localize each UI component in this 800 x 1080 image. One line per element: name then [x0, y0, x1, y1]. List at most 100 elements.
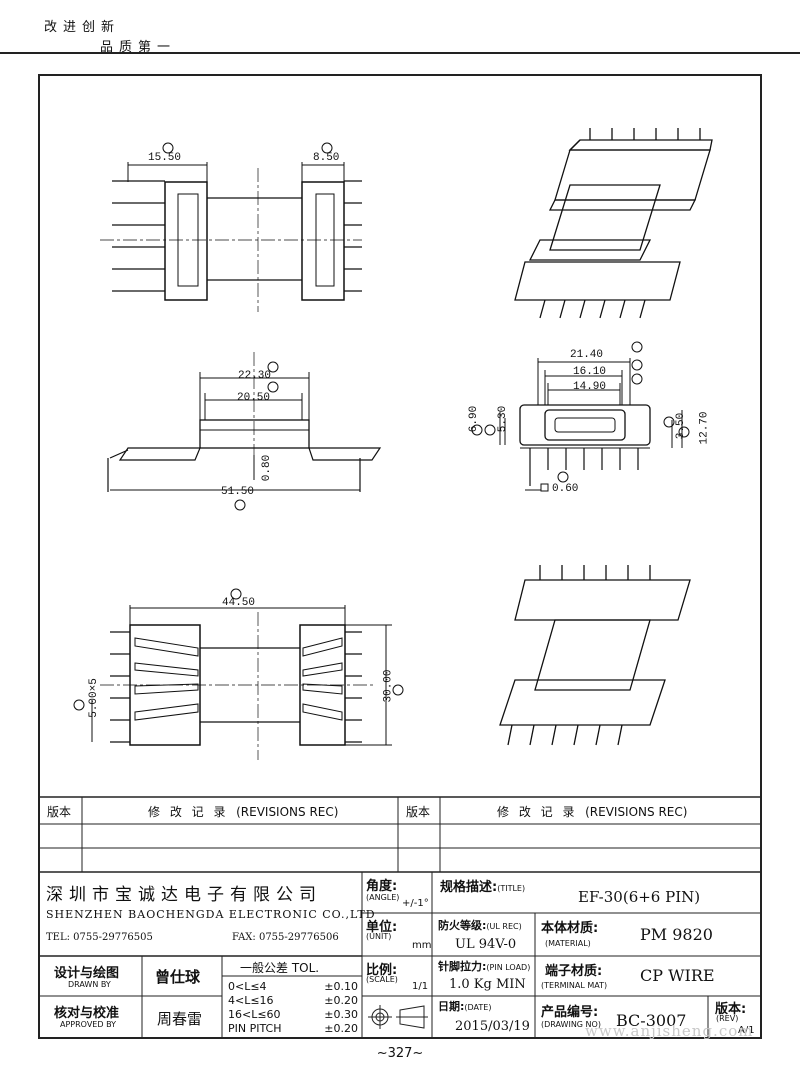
- view-side: [100, 142, 362, 312]
- view-bottom: [73, 588, 404, 760]
- view-iso-top: [514, 128, 713, 319]
- drawing-no-label-en: (DRAWING NO): [541, 1020, 601, 1029]
- terminal-label-en: (TERMINAL MAT): [541, 981, 608, 990]
- angle-label: 角度:: [366, 879, 398, 894]
- title-label-cn: 规格描述:: [440, 880, 498, 895]
- date-value: 2015/03/19: [455, 1019, 530, 1034]
- approved-by-name: 周春雷: [157, 1010, 203, 1028]
- dim-D: 20.50: [237, 392, 271, 404]
- rev-label: 版本:: [715, 1002, 747, 1017]
- pinload-label-cn: 针脚拉力:: [438, 960, 487, 973]
- company-name-cn: 深圳市宝诚达电子有限公司: [46, 885, 322, 905]
- rev-record-cn: 修 改 记 录: [148, 805, 229, 819]
- rev-col-version-left: 版本: [47, 805, 72, 819]
- dim-G: 21.40: [570, 349, 604, 361]
- tol-val: ±0.30: [324, 1008, 358, 1021]
- material-label-en: (MATERIAL): [545, 939, 591, 948]
- dim-K: 5.30: [497, 405, 510, 433]
- title-value: EF-30(6+6 PIN): [578, 888, 701, 906]
- dim-Q: 30.00: [382, 669, 395, 703]
- date-label-cn: 日期:: [438, 1000, 465, 1013]
- unit-label-en: (UNIT): [366, 932, 392, 941]
- tol-range: 4<L≤16: [228, 994, 274, 1007]
- tol-val: ±0.20: [324, 994, 358, 1007]
- ul-label-en: (UL REC): [486, 922, 522, 931]
- angle-value: +/-1°: [402, 898, 429, 909]
- tol-range: PIN PITCH: [228, 1022, 282, 1035]
- drawn-by-name: 曾仕球: [155, 968, 201, 986]
- title-label-en: (TITLE): [497, 884, 526, 893]
- slogan-line-2: 品质第一: [100, 40, 177, 55]
- rev-label-en: (REV): [716, 1014, 739, 1023]
- view-iso-bottom: [499, 565, 691, 746]
- drawing-no-label: 产品编号:: [541, 1005, 599, 1020]
- company-fax: FAX: 0755-29776506: [232, 932, 339, 943]
- view-end: [471, 341, 690, 492]
- view-front: [107, 352, 382, 511]
- tolerance-row: PIN PITCH ±0.20: [228, 1022, 358, 1036]
- scale-value: 1/1: [412, 981, 429, 992]
- material-label: 本体材质:: [541, 921, 599, 936]
- dim-O: 44.50: [222, 597, 256, 609]
- revision-table-grid: [38, 796, 762, 873]
- scale-label: 比例:: [366, 963, 398, 978]
- rev-col-record-left: 修 改 记 录 (REVISIONS REC): [148, 803, 338, 820]
- scale-label-en: (SCALE): [366, 975, 398, 984]
- tol-range: 0<L≤4: [228, 980, 267, 993]
- dim-H: 16.10: [573, 366, 607, 378]
- approved-by-label: 核对与校准: [54, 1006, 120, 1021]
- unit-label: 单位:: [366, 920, 398, 935]
- tol-val: ±0.20: [324, 1022, 358, 1035]
- material-value: PM 9820: [640, 925, 713, 944]
- date-label-en: (DATE): [464, 1003, 492, 1012]
- rev-col-record-right: 修 改 记 录 (REVISIONS REC): [497, 803, 687, 820]
- rev-value: A/1: [738, 1025, 755, 1036]
- terminal-value: CP WIRE: [640, 966, 715, 985]
- dim-J: 6.90: [468, 405, 481, 433]
- company-name-en: SHENZHEN BAOCHENGDA ELECTRONIC CO.,LTD: [46, 908, 376, 921]
- title-label: 规格描述:(TITLE): [440, 876, 525, 895]
- rev-record-en: (REVISIONS REC): [585, 805, 688, 819]
- drawing-frame: [38, 74, 762, 1039]
- rev-record-cn: 修 改 记 录: [497, 805, 578, 819]
- page-number: ~327~: [376, 1046, 424, 1061]
- dim-N: 0.60: [552, 483, 579, 495]
- approved-by-label-en: APPROVED BY: [60, 1020, 117, 1029]
- dim-B: 8.50: [313, 152, 340, 164]
- dim-I: 14.90: [573, 381, 607, 393]
- unit-value: mm: [412, 940, 432, 951]
- tolerance-table: 0<L≤4 ±0.10 4<L≤16 ±0.20 16<L≤60 ±0.30 PIN …: [228, 980, 358, 1036]
- slogan-line-1: 改进创新: [44, 20, 121, 35]
- tolerance-row: 16<L≤60 ±0.30: [228, 1008, 358, 1022]
- pinload-label: 针脚拉力:(PIN LOAD): [438, 958, 530, 974]
- pinload-label-en: (PIN LOAD): [486, 963, 531, 972]
- company-tel: TEL: 0755-29776505: [46, 932, 153, 943]
- drawing-no-value: BC-3007: [616, 1011, 687, 1030]
- watermark: www.anjisheng.com: [585, 1022, 754, 1040]
- tol-val: ±0.10: [324, 980, 358, 993]
- ul-label-cn: 防火等级:: [438, 919, 487, 932]
- ul-value: UL 94V-0: [455, 937, 517, 952]
- tolerance-row: 4<L≤16 ±0.20: [228, 994, 358, 1008]
- dim-C: 22.30: [238, 370, 272, 382]
- dim-F: 51.50: [221, 486, 255, 498]
- date-label: 日期:(DATE): [438, 998, 491, 1014]
- tolerance-title: 一般公差 TOL.: [240, 961, 320, 975]
- rev-record-en: (REVISIONS REC): [236, 805, 339, 819]
- drawn-by-label: 设计与绘图: [54, 966, 120, 981]
- dim-L: 3.50: [675, 412, 688, 440]
- tolerance-row: 0<L≤4 ±0.10: [228, 980, 358, 994]
- tol-range: 16<L≤60: [228, 1008, 281, 1021]
- header-rule: [0, 52, 800, 54]
- rev-col-version-right: 版本: [406, 805, 431, 819]
- dim-A: 15.50: [148, 152, 182, 164]
- title-block-grid: [38, 872, 762, 1038]
- dim-M: 12.70: [698, 411, 711, 445]
- dim-E: 0.80: [261, 454, 274, 482]
- drawn-by-label-en: DRAWN BY: [68, 980, 111, 989]
- pinload-value: 1.0 Kg MIN: [449, 977, 526, 992]
- ul-label: 防火等级:(UL REC): [438, 917, 522, 933]
- terminal-label: 端子材质:: [545, 964, 603, 979]
- angle-label-en: (ANGLE): [366, 893, 400, 902]
